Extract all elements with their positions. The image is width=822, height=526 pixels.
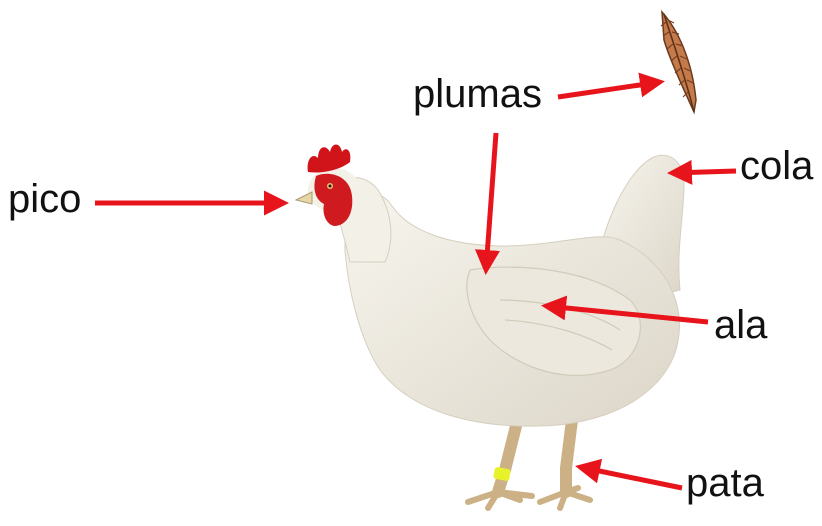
label-pico: pico <box>8 179 81 219</box>
arrow-ala <box>546 306 708 322</box>
arrow-plumas-body <box>486 133 496 270</box>
label-pata: pata <box>686 463 764 503</box>
label-ala: ala <box>714 305 767 345</box>
arrow-pata <box>580 467 682 488</box>
label-cola: cola <box>740 146 813 186</box>
arrow-cola <box>672 171 736 173</box>
label-plumas: plumas <box>413 74 542 114</box>
arrow-plumas-feather <box>558 82 660 97</box>
